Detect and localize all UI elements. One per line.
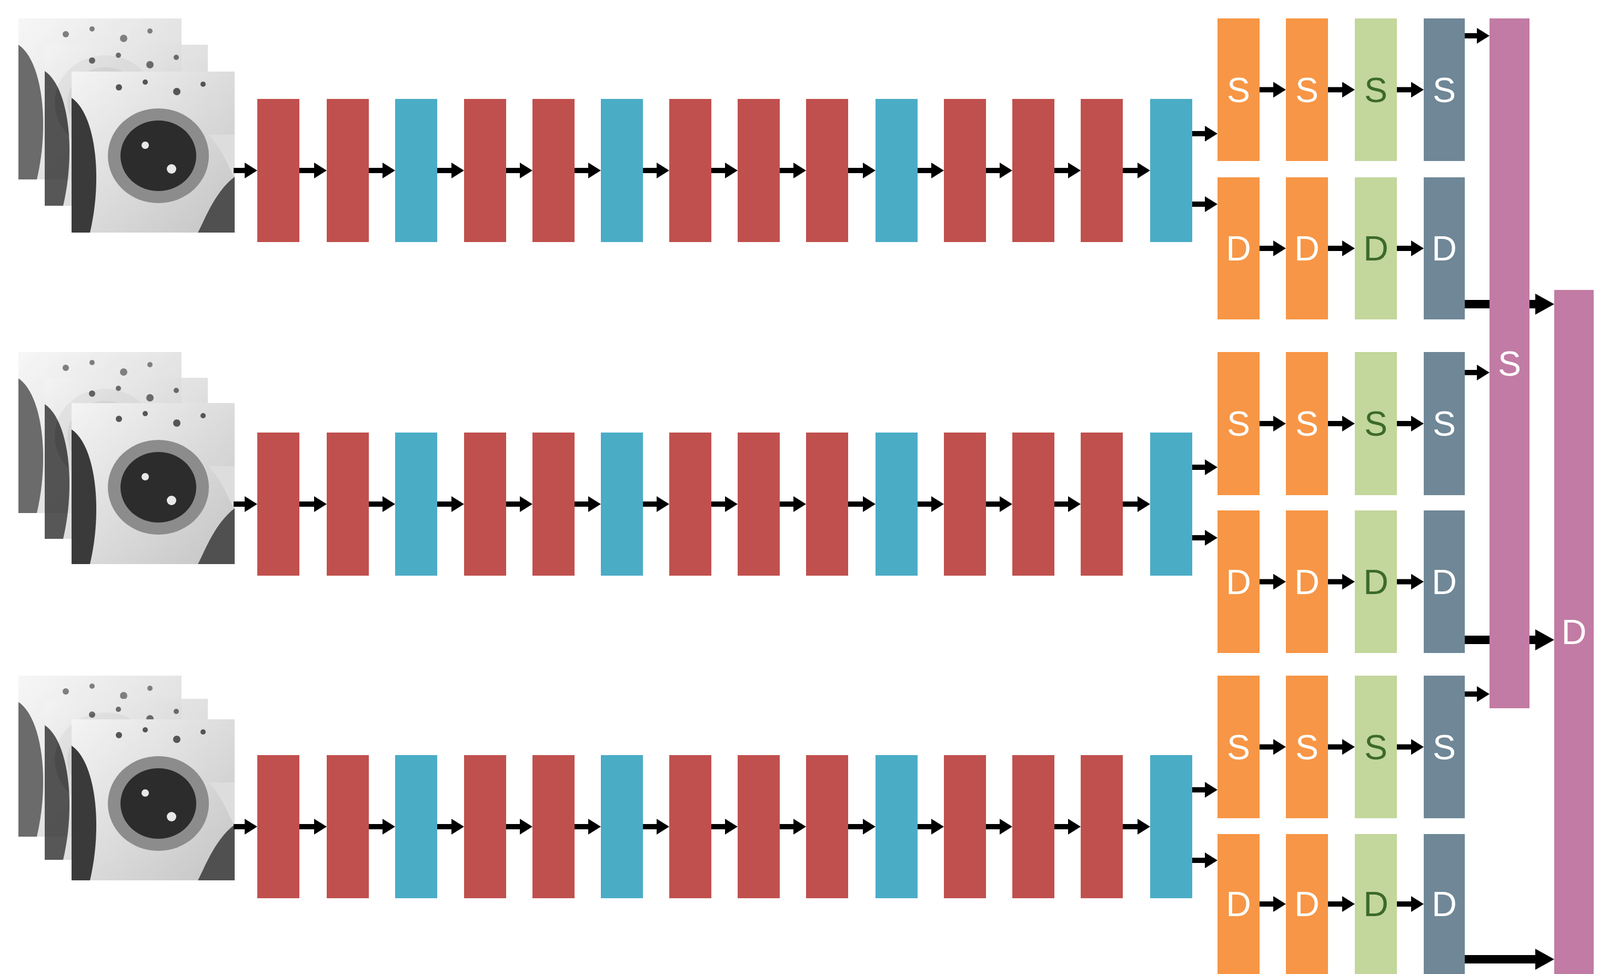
- branch-block: S: [1423, 675, 1465, 819]
- block-letter: D: [1294, 230, 1320, 266]
- block-letter: S: [1432, 72, 1456, 108]
- conv-layer-row: [233, 755, 1205, 899]
- branch-block: D: [1217, 177, 1260, 320]
- branch-block: D: [1423, 510, 1465, 653]
- flow-arrow: [1327, 420, 1343, 427]
- flow-arrow: [1327, 245, 1343, 251]
- conv-layer-row: [233, 432, 1205, 576]
- block-letter: D: [1363, 230, 1389, 266]
- flow-arrow: [1396, 245, 1412, 251]
- flow-arrow: [1396, 420, 1412, 427]
- block-letter: D: [1431, 886, 1457, 922]
- flow-arrow: [1327, 744, 1343, 750]
- flow-arrow: [1396, 901, 1412, 907]
- block-letter: S: [1295, 72, 1319, 108]
- flow-arrow: [1259, 579, 1274, 585]
- flow-arrow: [1327, 901, 1343, 907]
- flow-arrow: [1327, 579, 1343, 585]
- block-letter: D: [1363, 886, 1389, 922]
- flow-arrow: [1464, 691, 1477, 697]
- block-letter: D: [1431, 564, 1457, 600]
- block-letter: D: [1294, 886, 1320, 922]
- flow-arrow: [1259, 245, 1274, 251]
- branch-block: D: [1285, 177, 1328, 320]
- branch-block: D: [1217, 833, 1260, 974]
- branch-block: S: [1285, 351, 1328, 496]
- block-letter: S: [1226, 729, 1251, 765]
- branch-block: S: [1354, 18, 1397, 161]
- flow-arrow: [1396, 87, 1412, 93]
- branch-block: S: [1217, 18, 1260, 161]
- flow-arrow: [1259, 744, 1274, 750]
- block-letter: S: [1432, 729, 1456, 765]
- flow-arrow: [1396, 579, 1412, 585]
- branch-block: D: [1354, 177, 1397, 320]
- flow-arrow: [1396, 744, 1412, 750]
- branch-block: D: [1217, 510, 1260, 653]
- branch-block: S: [1217, 675, 1260, 819]
- block-letter: D: [1225, 230, 1252, 266]
- branch-block: D: [1423, 833, 1465, 974]
- block-letter: S: [1295, 729, 1319, 765]
- block-letter: S: [1364, 729, 1388, 765]
- block-letter: S: [1364, 72, 1388, 108]
- block-letter: S: [1432, 406, 1456, 441]
- block-letter: S: [1226, 406, 1251, 441]
- fusion-bar: S: [1489, 18, 1530, 709]
- flow-arrow: [1464, 954, 1536, 964]
- branch-block: D: [1285, 833, 1328, 974]
- input-image-stack: [18, 675, 235, 881]
- branch-block: D: [1423, 177, 1465, 320]
- block-letter: S: [1497, 346, 1522, 381]
- branch-block: D: [1354, 833, 1397, 974]
- flow-arrow: [1259, 87, 1274, 93]
- branch-block: S: [1285, 675, 1328, 819]
- input-image-stack: [18, 18, 235, 233]
- conv-layer-row: [233, 98, 1205, 243]
- flow-arrow: [1327, 87, 1343, 93]
- branch-block: S: [1423, 351, 1465, 496]
- block-letter: S: [1295, 406, 1319, 441]
- input-image-stack: [18, 351, 235, 565]
- flow-arrow: [1259, 420, 1274, 427]
- branch-block: S: [1217, 351, 1260, 496]
- flow-arrow: [1464, 33, 1477, 39]
- block-letter: D: [1225, 886, 1252, 922]
- branch-block: S: [1285, 18, 1328, 161]
- block-letter: S: [1364, 406, 1388, 441]
- branch-block: S: [1354, 351, 1397, 496]
- flow-arrow: [1464, 369, 1477, 376]
- block-letter: S: [1226, 72, 1251, 108]
- flow-arrow: [1259, 901, 1274, 907]
- branch-block: S: [1423, 18, 1465, 161]
- block-letter: D: [1561, 614, 1587, 650]
- block-letter: D: [1431, 230, 1457, 266]
- branch-block: S: [1354, 675, 1397, 819]
- branch-block: D: [1354, 510, 1397, 653]
- fusion-bar: D: [1554, 289, 1594, 974]
- block-letter: D: [1363, 564, 1389, 600]
- block-letter: D: [1225, 564, 1252, 600]
- branch-block: D: [1285, 510, 1328, 653]
- block-letter: D: [1294, 564, 1320, 600]
